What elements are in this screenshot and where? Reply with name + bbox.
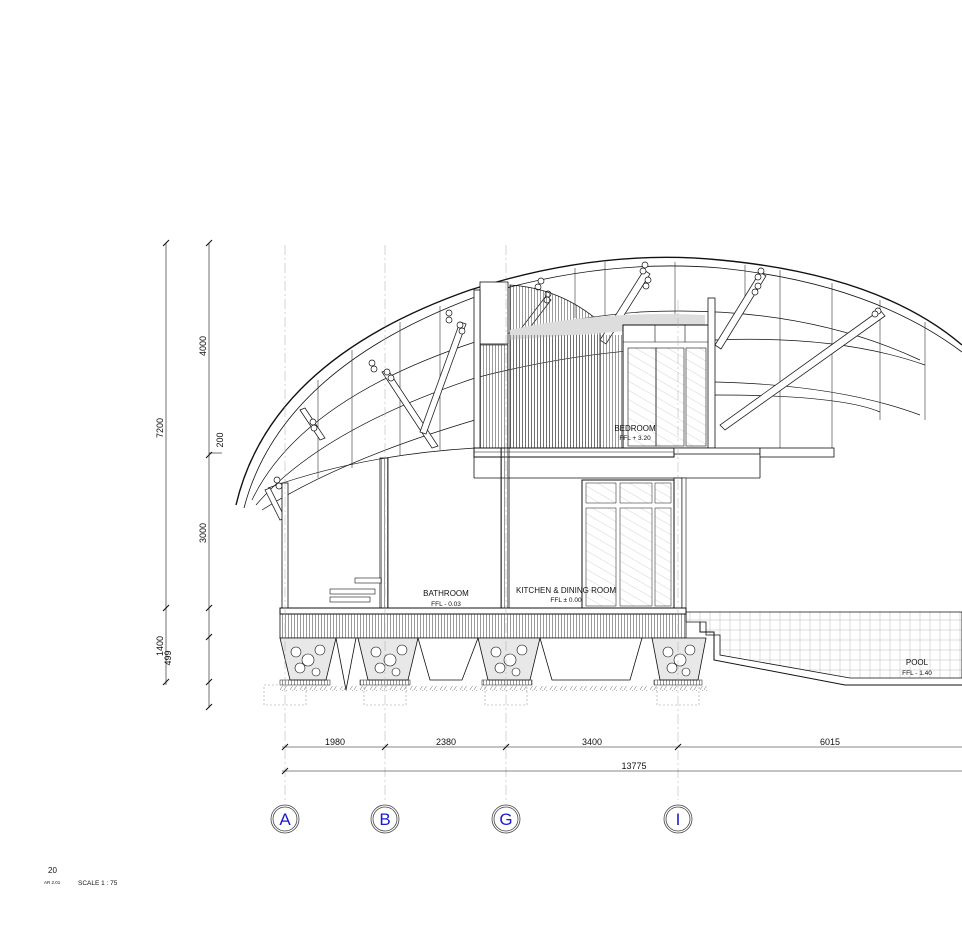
room-kitchen-name: KITCHEN & DINING ROOM [516,586,616,595]
vertical-dimensions [162,239,222,711]
grid-label-a: A [279,810,291,829]
dim-span-g-i: 3400 [582,737,602,747]
dim-span-b-g: 2380 [436,737,456,747]
room-bathroom-name: BATHROOM [423,589,469,598]
first-floor-slab [473,447,835,479]
dim-span-i-end: 6015 [820,737,840,747]
dim-span-a-b: 1980 [325,737,345,747]
room-kitchen-level: FFL ± 0.00 [550,597,582,604]
dim-upper-height: 4000 [198,336,208,356]
room-bedroom-name: BEDROOM [614,424,656,433]
dim-slab: 200 [215,432,225,447]
foundation [263,613,708,706]
dim-footing: 499 [163,650,173,665]
sheet-reference: AR 2.01 [44,880,61,885]
dim-overall-height: 7200 [155,418,165,438]
room-bedroom-level: FFL + 3.20 [619,435,651,442]
dim-total: 13775 [621,761,646,771]
bedroom-block [473,281,716,451]
pool [685,611,962,686]
dim-base-height: 1400 [155,636,165,656]
grid-lines [284,245,679,800]
ground-level [279,447,687,615]
grid-label-g: G [499,810,512,829]
grid-bubbles [270,804,693,834]
drawing-number: 20 [48,866,57,875]
horizontal-dimensions [281,743,962,775]
room-bathroom-level: FFL - 0.03 [431,601,461,608]
grid-label-b: B [379,810,390,829]
room-pool-name: POOL [906,658,929,667]
grid-label-i: I [676,810,681,829]
room-pool-level: FFL - 1.40 [902,670,932,677]
dim-lower-height: 3000 [198,523,208,543]
drawing-scale: SCALE 1 : 75 [78,880,118,887]
